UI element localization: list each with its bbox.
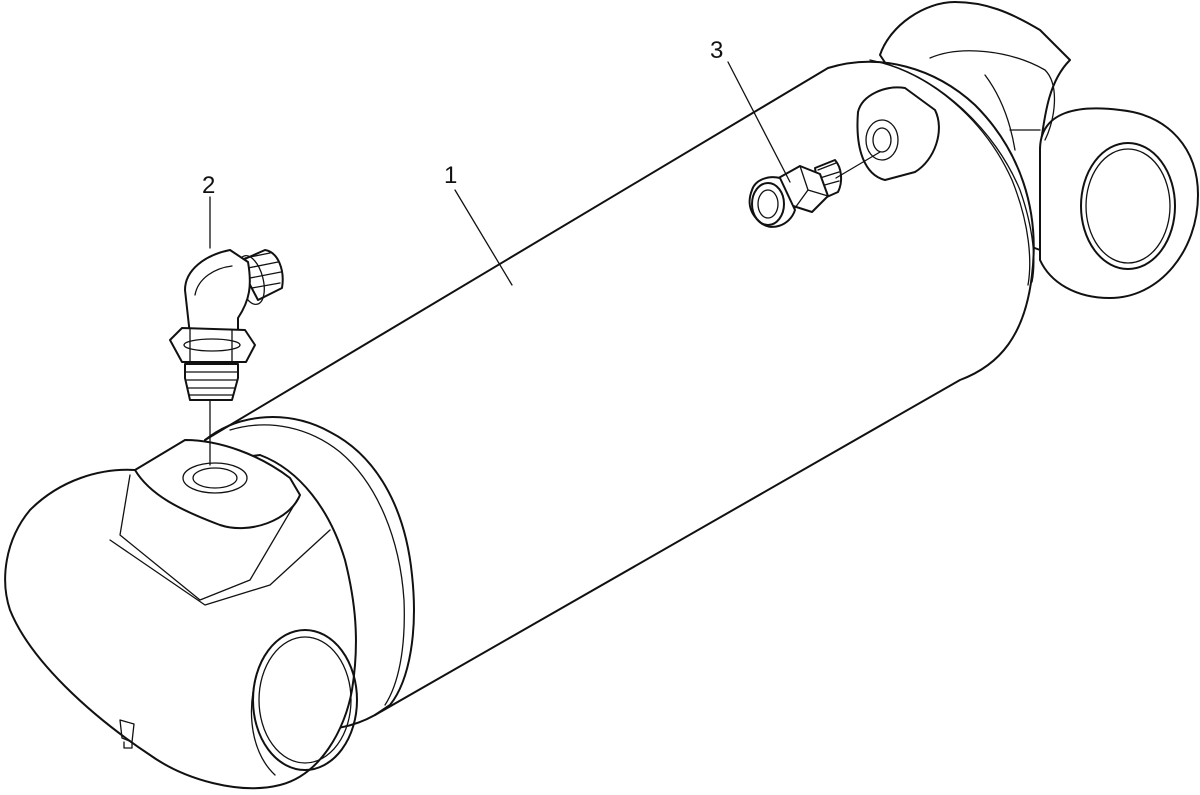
leader-line-1	[454, 189, 513, 286]
leader-line-3	[727, 61, 791, 183]
callout-2: 2	[202, 172, 215, 199]
leader-lines	[209, 61, 881, 466]
callout-3: 3	[710, 37, 723, 64]
assembly-line-3	[835, 151, 881, 179]
front-end-cap	[4, 439, 358, 790]
straight-fitting	[748, 86, 940, 228]
elbow-fitting	[169, 249, 284, 401]
callout-1: 1	[444, 162, 457, 189]
